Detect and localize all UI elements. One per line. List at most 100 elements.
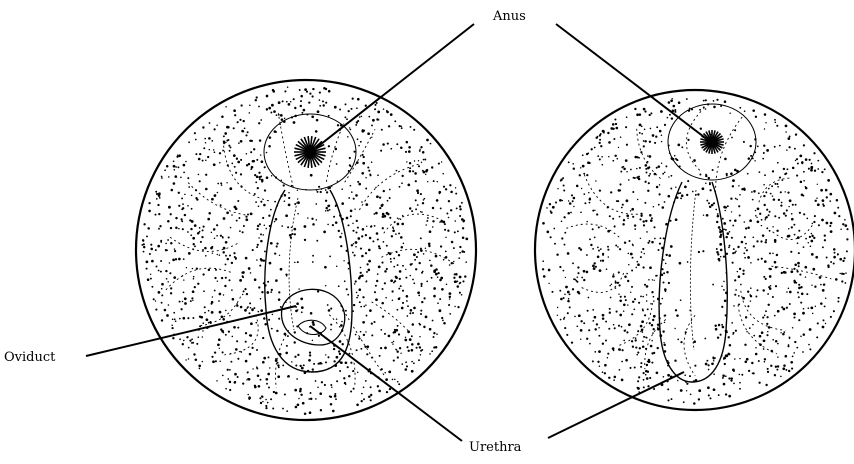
stipple-dot [724,158,727,161]
stipple-dot [150,274,151,275]
stipple-dot [643,372,645,374]
stipple-dot [146,235,148,237]
stipple-dot [745,227,747,229]
stipple-dot [724,363,726,365]
stipple-dot [441,317,443,319]
stipple-dot [293,341,295,343]
stipple-dot [365,177,366,178]
stipple-dot [419,150,421,152]
stipple-dot [656,186,659,189]
stipple-dot [180,308,182,310]
stipple-dot [214,277,216,279]
stipple-dot [705,183,707,185]
stipple-dot [223,294,224,295]
stipple-dot [194,245,196,247]
stipple-dot [327,209,329,211]
stipple-dot [417,204,419,206]
stipple-dot [723,228,725,230]
stipple-dot [178,205,180,207]
stipple-dot [658,204,660,206]
stipple-dot [233,252,235,254]
stipple-dot [637,330,639,332]
stipple-dot [357,98,360,101]
stipple-dot [752,199,754,201]
stipple-dot [577,266,579,268]
stipple-dot [752,372,754,374]
stipple-dot [567,300,570,303]
stipple-dot [216,125,218,127]
stipple-dot [247,394,249,396]
stipple-dot [674,155,676,157]
stipple-dot [431,350,433,352]
stipple-dot [187,177,189,179]
stipple-dot [190,220,191,221]
stipple-dot [320,409,322,411]
stipple-dot [753,190,756,193]
stipple-dot [409,338,412,341]
stipple-dot [624,296,626,298]
stipple-dot [774,239,776,241]
stipple-dot [174,169,176,171]
stipple-dot [214,128,216,130]
stipple-dot [562,177,564,179]
stipple-dot [222,318,225,321]
stipple-dot [275,218,278,221]
stipple-dot [351,191,353,193]
stipple-dot [600,260,602,262]
stipple-dot [405,361,407,363]
stipple-dot [668,196,670,198]
stipple-dot [303,364,305,366]
stipple-dot [769,287,772,290]
stipple-dot [644,181,646,183]
stipple-dot [677,339,679,341]
stipple-dot [397,223,400,226]
stipple-dot [146,268,148,270]
stipple-dot [580,320,582,322]
stipple-dot [262,401,263,402]
female-oviduct-opening [282,289,345,345]
stipple-dot [398,254,400,256]
stipple-dot [755,353,758,356]
stipple-dot [663,259,665,261]
stipple-dot [229,369,231,371]
stipple-dot [790,251,792,253]
stipple-dot [205,255,207,257]
stipple-dot [265,399,267,401]
stipple-dot [459,252,461,254]
stipple-dot [338,285,340,287]
stipple-dot [764,219,766,221]
stipple-dot [426,139,429,142]
stipple-dot [148,202,150,204]
stipple-dot [808,242,809,243]
stipple-dot [742,297,745,300]
stipple-dot [744,257,746,259]
stipple-dot [788,288,790,290]
stipple-dot [639,167,641,169]
stipple-dot [761,219,763,221]
stipple-dot [623,311,624,312]
stipple-dot [755,347,757,349]
stipple-dot [336,318,338,320]
stipple-dot [375,187,376,188]
stipple-dot [604,364,607,367]
stipple-dot [826,222,829,225]
stipple-dot [803,144,805,146]
stipple-dot [636,261,638,263]
stipple-dot [241,130,244,133]
stipple-dot [420,248,422,250]
stipple-dot [728,377,730,379]
stipple-dot [582,154,584,156]
stipple-dot [173,276,176,279]
stipple-dot [633,308,635,310]
stipple-dot [462,227,464,229]
stipple-dot [449,264,451,266]
stipple-dot [250,334,253,337]
stipple-dot [182,203,184,205]
stipple-dot [808,168,810,170]
stipple-dot [635,339,637,341]
stipple-dot [834,252,836,254]
stipple-dot [359,276,361,278]
stipple-dot [649,322,651,324]
stipple-dot [785,131,787,133]
stipple-dot [257,187,259,189]
